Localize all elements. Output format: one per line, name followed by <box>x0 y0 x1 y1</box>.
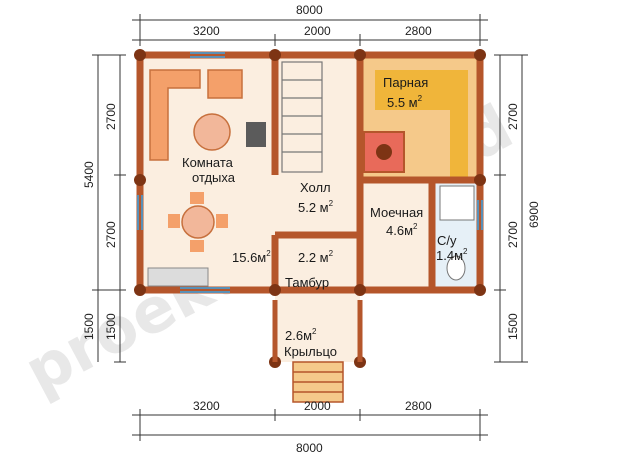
porch-floor <box>275 300 360 362</box>
dim-bottom-seg-2: 2000 <box>304 399 331 413</box>
steam-bench-side <box>450 70 468 180</box>
vestibule-name: Тамбур <box>285 275 329 290</box>
lounge-name-1: Комната <box>182 155 234 170</box>
dining-table <box>181 205 215 239</box>
stairs <box>281 61 323 173</box>
dim-left-seg-2: 2700 <box>104 221 118 248</box>
dim-left-outer-seg: 1500 <box>82 313 96 340</box>
wash-name: Моечная <box>370 205 423 220</box>
dim-right-seg-2: 2700 <box>506 221 520 248</box>
dim-bottom-seg-1: 3200 <box>193 399 220 413</box>
dim-top-seg-3: 2800 <box>405 24 432 38</box>
stove-firebox <box>376 144 392 160</box>
steam-name: Парная <box>383 75 428 90</box>
dim-bottom-seg-3: 2800 <box>405 399 432 413</box>
coffee-table <box>193 113 231 151</box>
dim-left-seg-3: 1500 <box>104 313 118 340</box>
chair <box>190 240 204 252</box>
walls <box>136 51 484 294</box>
windows <box>137 52 483 293</box>
sofa <box>149 69 201 161</box>
shower <box>439 185 475 221</box>
dim-top-total: 8000 <box>296 3 323 17</box>
lounge-area: 15.6м2 <box>232 249 271 265</box>
porch-area: 2.6м2 <box>285 327 317 343</box>
chair <box>168 214 180 228</box>
outer-wall <box>136 51 484 294</box>
room-labels: Комната отдыха 15.6м2 Холл 5.2 м2 Парная… <box>182 75 468 359</box>
dim-top-seg-2: 2000 <box>304 24 331 38</box>
chair <box>190 192 204 204</box>
wc-fixtures <box>439 185 475 281</box>
hall-name: Холл <box>300 180 331 195</box>
lounge-name-2: отдыха <box>192 170 236 185</box>
dimension-lines <box>92 14 528 441</box>
wc-name: С/у <box>437 233 457 248</box>
log-ends <box>134 49 486 368</box>
tv <box>246 122 266 147</box>
porch-name: Крыльцо <box>284 344 337 359</box>
stove <box>363 131 405 173</box>
dim-top-seg-1: 3200 <box>193 24 220 38</box>
hall-floor <box>275 55 360 235</box>
dim-right-total: 6900 <box>527 201 541 228</box>
porch-steps <box>292 361 344 403</box>
wash-area: 4.6м2 <box>386 222 418 238</box>
porch-rails <box>272 300 363 362</box>
kitchen-counter <box>147 267 209 287</box>
dim-left-seg-1: 2700 <box>104 103 118 130</box>
dim-bottom-total: 8000 <box>296 441 323 455</box>
lounge-furniture <box>147 69 266 287</box>
armchair <box>207 69 243 99</box>
dim-right-seg-3: 1500 <box>506 313 520 340</box>
toilet <box>446 255 466 281</box>
chair <box>216 214 228 228</box>
dim-left-total: 5400 <box>82 161 96 188</box>
steam-bench <box>375 70 460 110</box>
dimension-labels: 8000 3200 2000 2800 3200 2000 2800 8000 … <box>82 3 541 455</box>
dim-right-seg-1: 2700 <box>506 103 520 130</box>
vestibule-area: 2.2 м2 <box>298 249 334 265</box>
wc-area: 1.4м2 <box>436 247 468 263</box>
hall-area: 5.2 м2 <box>298 199 334 215</box>
steam-area: 5.5 м2 <box>387 94 423 110</box>
